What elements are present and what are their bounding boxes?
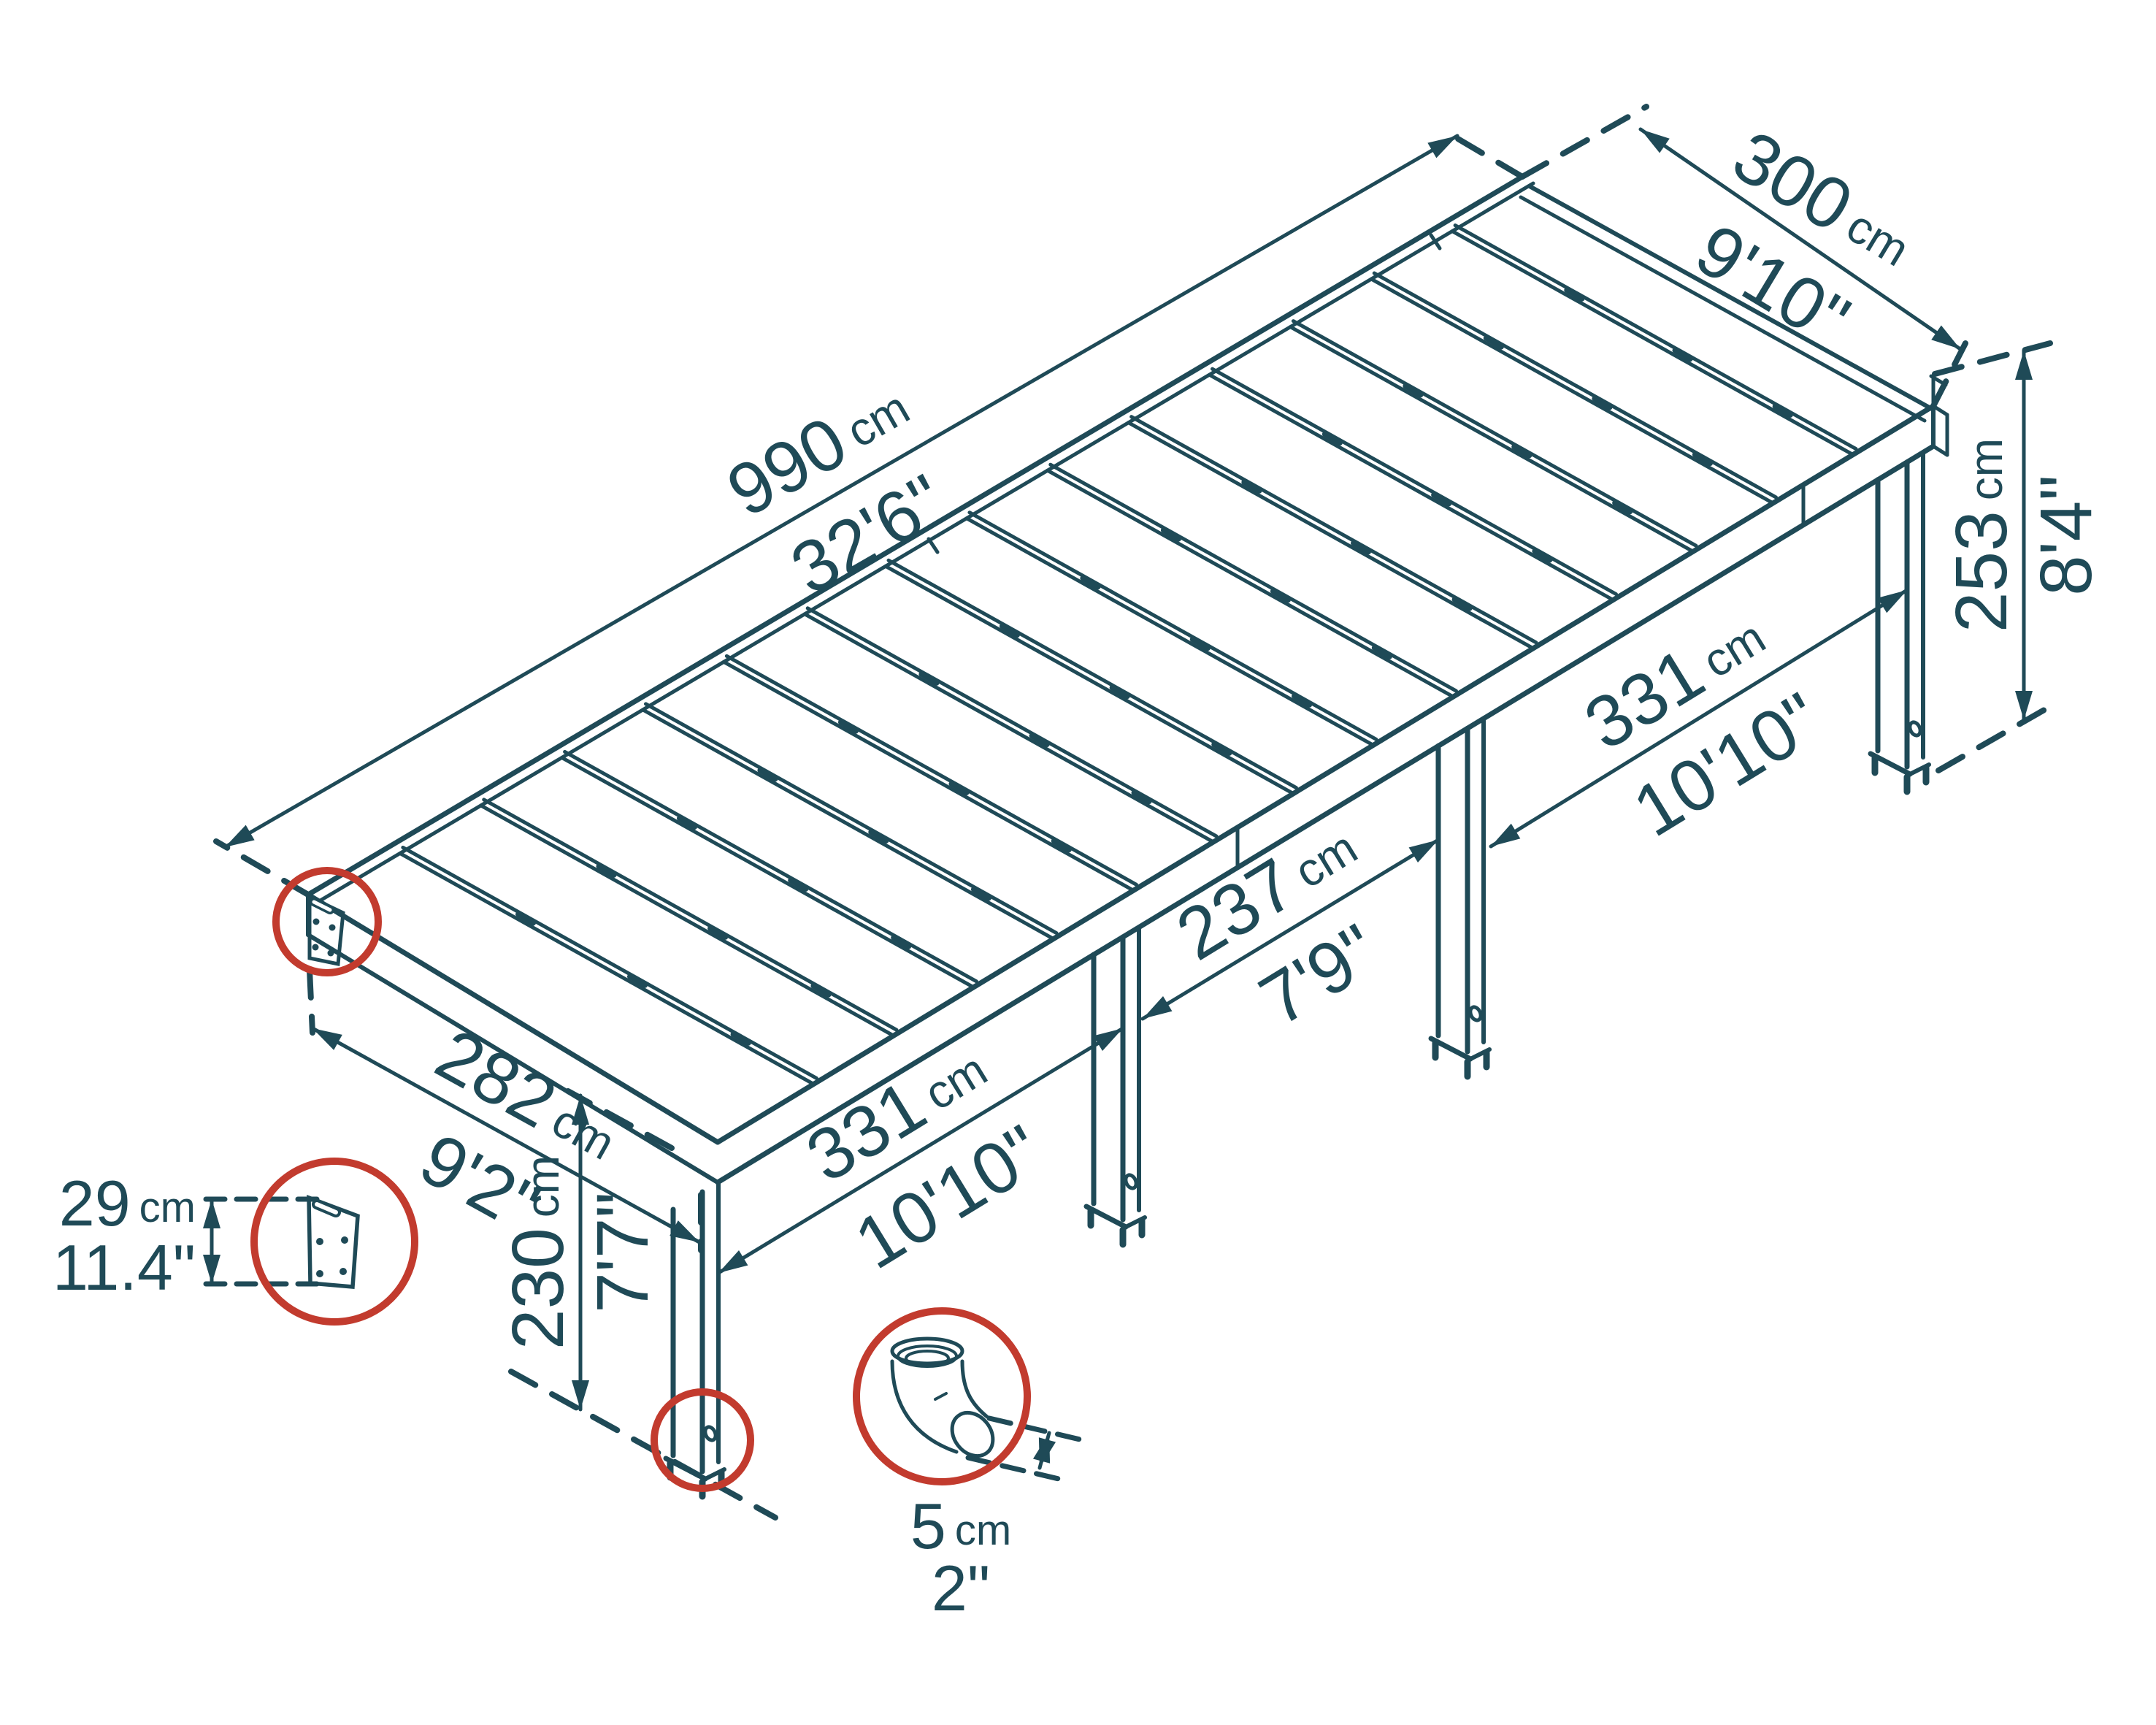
drain-elbow-highlight-circle xyxy=(853,1307,1031,1485)
dim-height-imperial: 8'4" xyxy=(2025,475,2107,596)
dim-post-height-imperial: 7'7" xyxy=(582,1192,664,1313)
support-posts xyxy=(663,450,1931,1500)
dim-drain-imperial: 2" xyxy=(932,1552,990,1624)
dim-post-height-metric: 230cm xyxy=(497,1155,579,1350)
dim-height-metric: 253cm xyxy=(1941,438,2022,632)
dim-width-imperial: 9'10" xyxy=(1682,208,1862,362)
corner-bracket-highlight-circle xyxy=(272,867,382,976)
dimension-labels: 990cm 32'6" 300cm 9'10" 253cm 8'4" 331cm… xyxy=(53,115,2107,1624)
dim-bracket-imperial: 11.4" xyxy=(53,1231,196,1304)
post-base-highlight-circle xyxy=(651,1388,754,1492)
bracket-detail-highlight-circle xyxy=(250,1158,418,1326)
bracket-detail-inset xyxy=(307,1195,360,1289)
corner-bracket-detail xyxy=(307,894,345,967)
dimension-lines xyxy=(203,127,2033,1470)
drain-elbow-detail xyxy=(890,1336,995,1458)
highlight-circles xyxy=(250,867,1031,1492)
